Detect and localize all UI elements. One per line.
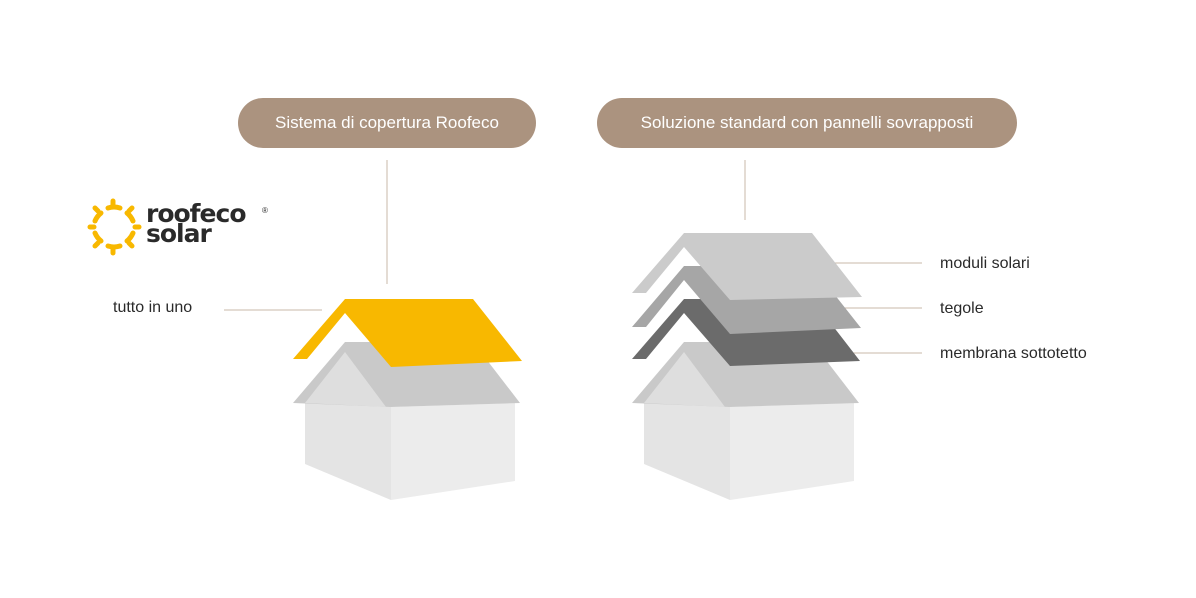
tiles-label: tegole (940, 300, 984, 317)
roofeco-house (293, 299, 522, 500)
solar-modules-label: moduli solari (940, 255, 1030, 272)
all-in-one-label: tutto in uno (113, 299, 193, 316)
registered-mark: ® (262, 206, 268, 215)
standard-solution-header: Soluzione standard con pannelli sovrappo… (597, 98, 1017, 148)
logo-line-2: solar (146, 219, 212, 248)
house-front-wall (730, 403, 854, 500)
roofeco-system-header: Sistema di copertura Roofeco (238, 98, 536, 148)
standard-house (632, 233, 862, 500)
logo-line-1: roofeco (146, 199, 247, 228)
solar-module-layer (632, 233, 862, 300)
solar-roof (293, 299, 522, 367)
house-roof-inner (644, 352, 725, 407)
house-roof-inner (305, 352, 386, 407)
sun-icon (87, 198, 142, 256)
underlay-membrane-label: membrana sottotetto (940, 345, 1087, 362)
roofeco-solar-logo: roofeco solar (146, 199, 247, 248)
house-front-wall (391, 403, 515, 500)
